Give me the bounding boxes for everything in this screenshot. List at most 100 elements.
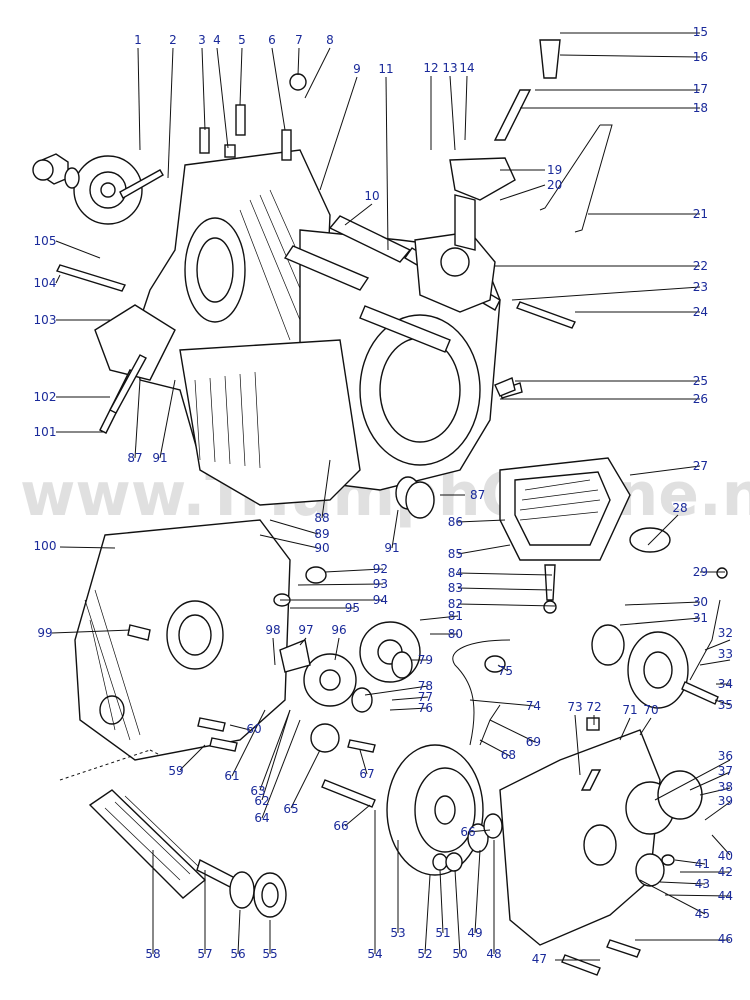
leader-line: [654, 759, 731, 801]
leader-line: [704, 639, 731, 651]
leader-line: [259, 534, 319, 549]
oil-filter-assembly: [88, 789, 287, 918]
small-parts: [32, 159, 728, 872]
part-number-label: 58: [145, 947, 160, 961]
leader-line: [559, 54, 701, 58]
leader-line: [391, 696, 429, 701]
part-number-label: 83: [448, 581, 463, 595]
part-number-label: 13: [442, 61, 457, 75]
leader-line: [179, 744, 206, 771]
timing-side-crankcase: [74, 519, 291, 761]
leader-line: [629, 465, 701, 476]
part-number-label: 85: [448, 547, 463, 561]
leader-line: [499, 184, 546, 201]
part-number-label: 17: [693, 82, 708, 96]
part-number-label: 9: [353, 62, 361, 76]
guide-line: [59, 749, 161, 781]
leader-line: [319, 76, 358, 191]
part-number-label: 22: [693, 259, 708, 273]
part-number-label: 1: [134, 33, 142, 47]
part-number-label: 41: [695, 857, 710, 871]
part-number-label: 86: [448, 515, 463, 529]
part-number-label: 4: [213, 33, 221, 47]
part-number-label: 46: [718, 932, 733, 946]
part-number-label: 67: [359, 767, 374, 781]
part-number-label: 55: [262, 947, 277, 961]
part-number-label: 69: [526, 735, 541, 749]
leader-line: [55, 274, 61, 284]
part-number-label: 95: [345, 601, 360, 615]
part-number-label: 43: [695, 877, 710, 891]
part-number-label: 34: [718, 677, 733, 691]
leader-line: [344, 804, 371, 827]
leader-line: [159, 379, 176, 459]
part-number-label: 75: [498, 664, 513, 678]
part-number-label: 3: [198, 33, 206, 47]
part-number-label: 38: [718, 780, 733, 794]
leader-line: [454, 869, 461, 955]
part-number-label: 6: [268, 33, 276, 47]
leader-line: [297, 583, 384, 586]
leader-line: [261, 719, 301, 819]
leader-line: [51, 629, 131, 634]
leader-line: [299, 637, 307, 646]
leader-line: [497, 664, 509, 672]
leader-line: [344, 203, 373, 226]
leader-line: [134, 379, 141, 459]
leader-line: [304, 47, 331, 99]
leader-line: [457, 519, 506, 523]
part-number-label: 48: [486, 947, 501, 961]
part-number-label: 35: [718, 698, 733, 712]
part-number-label: 61: [224, 769, 239, 783]
part-number-label: 51: [435, 926, 450, 940]
part-number-label: 104: [34, 276, 57, 290]
part-number-label: 74: [526, 699, 541, 713]
leader-line: [55, 240, 101, 259]
leader-line: [624, 601, 701, 606]
part-number-label: 66: [333, 819, 348, 833]
part-number-label: 68: [501, 748, 516, 762]
part-number-label: 50: [452, 947, 467, 961]
part-number-label: 33: [718, 647, 733, 661]
part-number-label: 72: [586, 700, 601, 714]
leader-line: [457, 603, 556, 607]
leader-line: [699, 659, 731, 666]
part-number-label: 14: [459, 61, 474, 75]
part-number-label: 62: [254, 794, 269, 808]
part-number-label: 15: [693, 25, 708, 39]
part-number-label: 45: [695, 907, 710, 921]
part-number-label: 96: [331, 623, 346, 637]
leader-line: [489, 719, 536, 743]
leader-line: [385, 76, 389, 251]
leader-line: [359, 749, 368, 775]
part-number-label: 8: [326, 33, 334, 47]
leader-line: [457, 544, 511, 555]
part-number-label: 27: [693, 459, 708, 473]
part-number-label: 82: [448, 597, 463, 611]
part-number-label: 29: [693, 565, 708, 579]
part-number-label: 70: [643, 703, 658, 717]
part-number-label: 66: [460, 825, 475, 839]
part-number-label: 52: [417, 947, 432, 961]
leader-line: [474, 849, 481, 934]
leader-line: [639, 717, 652, 736]
leader-line: [391, 509, 399, 549]
leader-line: [272, 637, 276, 666]
leader-line: [511, 286, 701, 301]
part-number-label: 12: [423, 61, 438, 75]
part-number-label: 77: [418, 690, 433, 704]
leader-line: [619, 617, 701, 626]
part-number-label: 65: [283, 802, 298, 816]
part-number-label: 99: [37, 626, 52, 640]
part-number-label: 102: [34, 390, 57, 404]
leader-line: [324, 568, 384, 573]
leader-line: [619, 717, 631, 741]
part-number-label: 90: [314, 541, 329, 555]
part-number-label: 91: [384, 541, 399, 555]
leader-line: [464, 75, 468, 141]
part-number-label: 64: [254, 811, 269, 825]
part-number-label: 76: [418, 701, 433, 715]
part-number-label: 105: [34, 234, 57, 248]
